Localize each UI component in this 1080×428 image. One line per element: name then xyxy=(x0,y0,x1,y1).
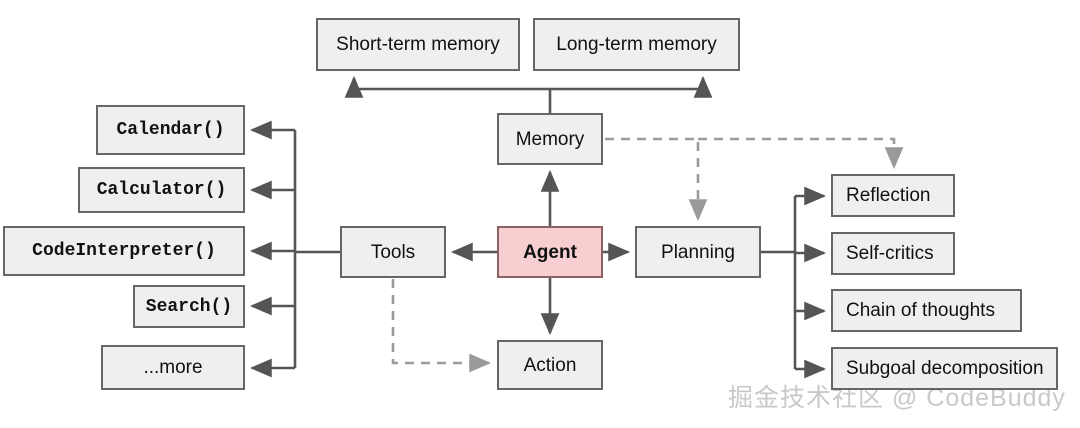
node-more[interactable]: ...more xyxy=(101,345,245,390)
edge-memory-short-term xyxy=(344,75,552,113)
node-search[interactable]: Search() xyxy=(133,285,245,328)
node-calculator[interactable]: Calculator() xyxy=(78,167,245,213)
node-subgoal-decomposition[interactable]: Subgoal decomposition xyxy=(831,347,1058,390)
node-planning[interactable]: Planning xyxy=(635,226,761,278)
edge-memory-planning-dashed xyxy=(605,137,708,222)
node-self-critics[interactable]: Self-critics xyxy=(831,232,955,275)
node-tools[interactable]: Tools xyxy=(340,226,446,278)
node-memory[interactable]: Memory xyxy=(497,113,603,165)
node-code-interpreter[interactable]: CodeInterpreter() xyxy=(3,226,245,276)
node-long-term-memory[interactable]: Long-term memory xyxy=(533,18,740,71)
edge-memory-reflection-dashed xyxy=(698,137,904,170)
node-calendar[interactable]: Calendar() xyxy=(96,105,245,155)
node-action[interactable]: Action xyxy=(497,340,603,390)
node-reflection[interactable]: Reflection xyxy=(831,174,955,217)
node-chain-of-thoughts[interactable]: Chain of thoughts xyxy=(831,289,1022,332)
edge-memory-long-term xyxy=(550,75,713,98)
edge-tools-action-dashed xyxy=(391,279,492,373)
node-agent[interactable]: Agent xyxy=(497,226,603,278)
node-short-term-memory[interactable]: Short-term memory xyxy=(316,18,520,71)
